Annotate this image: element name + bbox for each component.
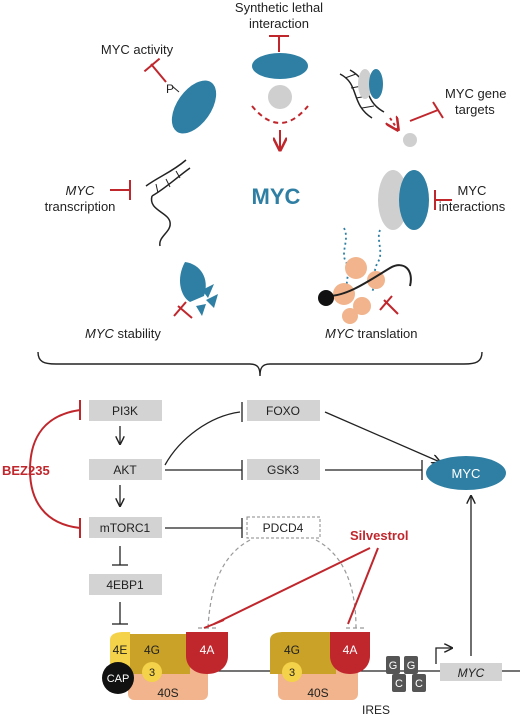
myc-interactions-label-1: MYC <box>458 183 487 198</box>
myc-activity-icon <box>143 57 217 134</box>
fourebp1-inhibits-4e <box>112 602 128 625</box>
silvestrol-label: Silvestrol <box>350 528 409 543</box>
myc-gene-targets-label-2: targets <box>455 102 495 117</box>
initiation-complex-1 <box>102 632 228 700</box>
silvestrol-inhibition-lines <box>203 547 379 629</box>
myc-stability-label-rest: stability <box>114 326 161 341</box>
myc-gene-label: MYC <box>458 666 485 680</box>
myc-gene-box <box>440 663 502 681</box>
akt-inhibits-foxo <box>164 402 243 466</box>
g-label-2: G <box>407 660 416 672</box>
akt-label: AKT <box>113 463 137 477</box>
myc-stability-label-myc: MYC <box>85 326 115 341</box>
myc-translation-label-myc: MYC <box>325 326 355 341</box>
eif4g-2 <box>270 632 336 674</box>
pdcd4-label: PDCD4 <box>263 521 304 535</box>
myc-translation-icon <box>318 227 412 324</box>
c-label-1: C <box>395 678 403 690</box>
eif4e-1 <box>110 632 130 668</box>
eif3-b-label: 3 <box>289 667 295 679</box>
eif4g-1 <box>122 634 190 674</box>
bez235-label: BEZ235 <box>2 463 50 478</box>
center-myc-label: MYC <box>252 184 301 209</box>
myc-translation-label-rest: translation <box>354 326 418 341</box>
myc-translation-label: MYC translation <box>325 326 417 341</box>
promoter-arrow <box>435 648 452 664</box>
pdcd4-box <box>246 516 321 539</box>
eif3-2 <box>282 662 302 682</box>
complex-4e-label: 4E <box>113 643 128 657</box>
akt-box <box>89 459 162 480</box>
eif3-1 <box>142 662 162 682</box>
pi3k-box <box>89 400 162 421</box>
complex-4g-label: 4G <box>144 643 160 657</box>
myc-interactions-icon <box>378 170 452 230</box>
mtorc1-box <box>89 517 162 538</box>
eif4a-2 <box>330 632 370 674</box>
mtorc1-label: mTORC1 <box>100 521 151 535</box>
ires-label: IRES <box>362 703 390 717</box>
grouping-brace <box>37 351 483 377</box>
myc-node-label: MYC <box>452 466 481 481</box>
pdcd4-inhibition-arcs <box>198 539 366 629</box>
myc-gene-targets-icon <box>339 69 444 147</box>
myc-transcription-dna-icon <box>110 159 191 247</box>
c-label-2: C <box>415 678 423 690</box>
ribosome-40s-label: 40S <box>157 686 178 700</box>
ribosome-40s-b-label: 40S <box>307 686 328 700</box>
synthetic-lethal-icon <box>251 35 309 150</box>
myc-protein-node <box>426 456 506 490</box>
foxo-label: FOXO <box>266 404 300 418</box>
complex-4a-label: 4A <box>200 643 215 657</box>
mtorc1-inhibits-pdcd4 <box>165 518 243 538</box>
myc-transcription-label-1: MYC <box>66 183 96 198</box>
eif3-label: 3 <box>149 667 155 679</box>
myc-transcription-label-2: transcription <box>45 199 116 214</box>
eif4a-1 <box>186 632 228 674</box>
myc-activity-label: MYC activity <box>101 42 174 57</box>
phospho-label: P <box>166 82 174 96</box>
pi3k-label: PI3K <box>112 404 138 418</box>
foxo-box <box>247 400 320 421</box>
myc-interactions-label-2: interactions <box>439 199 506 214</box>
complex-4a-b-label: 4A <box>343 643 358 657</box>
myc-stability-label: MYC stability <box>85 326 161 341</box>
g-quadruplex <box>386 656 426 692</box>
gsk3-label: GSK3 <box>267 463 299 477</box>
gsk3-box <box>247 459 320 480</box>
complex-4g-b-label: 4G <box>284 643 300 657</box>
akt-inhibits-gsk3 <box>165 460 243 480</box>
myc-gene-targets-label-1: MYC gene <box>445 86 506 101</box>
gsk3-inhibits-myc <box>325 460 423 480</box>
foxo-to-myc-arrow <box>324 411 440 462</box>
mtorc1-inhibits-4ebp1 <box>112 546 128 566</box>
cap-label: CAP <box>107 673 130 685</box>
bez235-inhibition-arcs <box>28 400 81 538</box>
initiation-complex-2 <box>270 632 370 700</box>
myc-stability-icon <box>173 262 218 319</box>
fourebp1-box <box>89 574 162 595</box>
synthetic-lethal-label-1: Synthetic lethal <box>235 0 323 15</box>
synthetic-lethal-label-2: interaction <box>249 16 309 31</box>
fourebp1-label: 4EBP1 <box>106 578 144 592</box>
g-label-1: G <box>389 660 398 672</box>
cap-1 <box>102 662 134 694</box>
